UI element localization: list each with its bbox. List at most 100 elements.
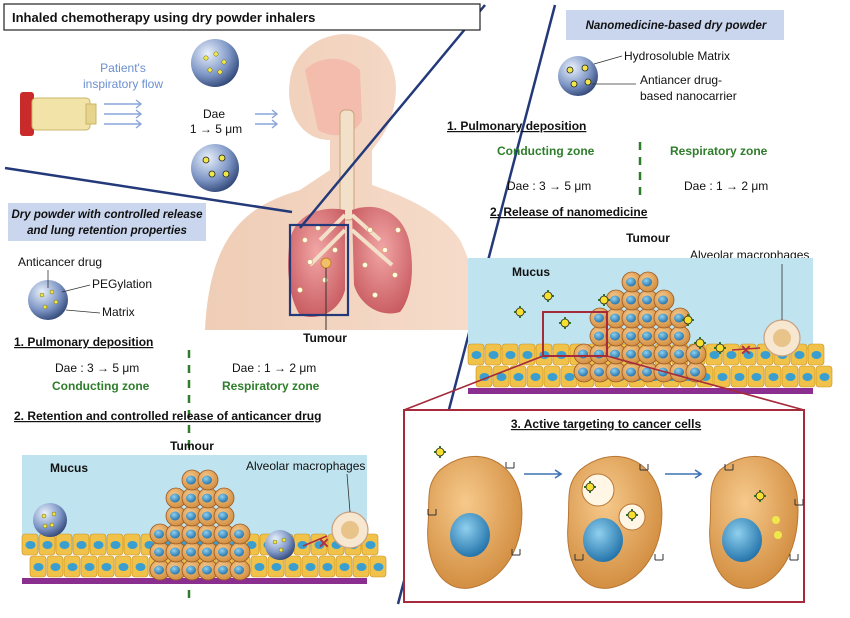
right-tumour-label: Tumour: [626, 231, 670, 245]
epithelial-nucleus: [25, 541, 36, 549]
right-basement-membrane: [468, 388, 813, 394]
drug-dots: [203, 51, 227, 75]
epithelial-nucleus: [802, 373, 813, 381]
receptor-icon: [724, 464, 734, 471]
tumour-cell-nucleus: [202, 529, 212, 539]
left-dae-respiratory: Dae : 1 → 2 μm: [232, 361, 316, 375]
tumour-cell-nucleus: [218, 529, 228, 539]
targeting-arrows: [524, 469, 703, 479]
left-heading-line2: and lung retention properties: [27, 225, 187, 237]
tumour-cell-nucleus: [202, 493, 212, 503]
tumour-cell-nucleus: [626, 349, 636, 359]
cell-receptors: [427, 462, 804, 561]
epithelial-nucleus: [564, 373, 575, 381]
epithelial-nucleus: [726, 351, 737, 359]
tumour-cell-nucleus: [186, 511, 196, 521]
targeting-nanocarriers: [434, 446, 766, 521]
right-tissue-scene: ✕: [467, 258, 833, 394]
tumour-cell-nucleus: [642, 295, 652, 305]
tumour-cell-nucleus: [610, 313, 620, 323]
macrophage-right: [763, 319, 801, 357]
right-heading-box: [566, 10, 784, 40]
tumour-cell-nucleus: [218, 565, 228, 575]
epithelial-nucleus: [471, 351, 482, 359]
left-step2: 2. Retention and controlled release of a…: [14, 409, 321, 423]
epithelial-nucleus: [811, 351, 822, 359]
legend-anticancer-drug: Anticancer drug: [18, 255, 102, 269]
receptor-icon: [654, 554, 664, 561]
tumour-cell-nucleus: [218, 547, 228, 557]
tumour-cell-nucleus: [610, 295, 620, 305]
tumour-cell-nucleus: [154, 565, 164, 575]
right-step1: 1. Pulmonary deposition: [447, 119, 586, 133]
block-cross-icon: ✕: [318, 535, 330, 551]
tumour-cell-nucleus: [658, 331, 668, 341]
epithelial-nucleus: [271, 563, 282, 571]
nano-legend-dots: [566, 64, 592, 88]
right-legend-nano-line1: Antiancer drug-: [640, 73, 722, 87]
tumour-cell-nucleus: [626, 331, 636, 341]
nanocarrier: [542, 290, 554, 302]
epithelial-nucleus: [743, 351, 754, 359]
tumour-cell-nucleus: [202, 565, 212, 575]
blocked-arrow: [302, 535, 328, 547]
tumour-cell-nucleus: [626, 277, 636, 287]
powder-particle-nano: [191, 144, 239, 192]
lung-particles: [297, 225, 401, 298]
epithelial-nucleus: [67, 563, 78, 571]
tumour-cell-nucleus: [642, 331, 652, 341]
tumour-cell-nucleus: [594, 349, 604, 359]
epithelial-nucleus: [717, 373, 728, 381]
tumour-cell-nucleus: [658, 349, 668, 359]
tumour-cell-nucleus: [610, 367, 620, 377]
epithelial-nucleus: [365, 541, 376, 549]
tumour-cell-nucleus: [642, 313, 652, 323]
receptor-icon: [427, 509, 437, 516]
right-step2: 2. Release of nanomedicine: [490, 205, 648, 219]
nanocarrier: [694, 337, 706, 349]
tumour-cell-nucleus: [690, 349, 700, 359]
tumour-cell-nucleus: [202, 475, 212, 485]
flow-arrows: [104, 99, 279, 129]
nanocarrier: [584, 481, 596, 493]
epithelial-nucleus: [288, 563, 299, 571]
receptor-icon: [511, 549, 521, 556]
targeting-cell-3: [709, 455, 799, 589]
nanocarrier: [682, 314, 694, 326]
legend-drug-dots: [39, 289, 59, 310]
epithelial-nucleus: [59, 541, 70, 549]
right-block-cross-icon: ✕: [740, 342, 752, 358]
epithelial-nucleus: [356, 563, 367, 571]
left-macrophages-label: Alveolar macrophages: [246, 459, 365, 473]
epithelial-nucleus: [305, 563, 316, 571]
left-particle-2: [265, 530, 295, 560]
right-lung: [352, 206, 412, 314]
tumour-cell-nucleus: [642, 277, 652, 287]
tumour-cell-nucleus: [674, 331, 684, 341]
tumour-cell-nucleus: [658, 313, 668, 323]
left-heading-line1: Dry powder with controlled release: [11, 209, 203, 221]
nanocarrier-dots: [202, 154, 230, 178]
tumour-mass: [149, 469, 251, 581]
right-conducting-zone: Conducting zone: [497, 144, 595, 158]
right-dae-conducting: Dae : 3 → 5 μm: [507, 179, 591, 193]
right-tumour-mass: [573, 271, 707, 383]
tumour-cell-nucleus: [674, 313, 684, 323]
right-heading: Nanomedicine-based dry powder: [586, 20, 767, 32]
patient-flow-line1: Patient's: [100, 61, 146, 75]
right-legend-nano-line2: based nanocarrier: [640, 89, 737, 103]
epithelial-nucleus: [760, 351, 771, 359]
nanocarrier: [714, 342, 726, 354]
tumour-cell-nucleus: [610, 349, 620, 359]
left-dae-conducting: Dae : 3 → 5 μm: [55, 361, 139, 375]
nanocarrier: [514, 306, 526, 318]
figure-title: Inhaled chemotherapy using dry powder in…: [12, 10, 315, 25]
lung-tumour: [320, 257, 332, 269]
epithelial-nucleus: [33, 563, 44, 571]
tumour-cell-nucleus: [218, 493, 228, 503]
zoom-connectors: [403, 355, 805, 411]
nanocarrier: [598, 294, 610, 306]
title-box: [3, 3, 481, 31]
epithelial-nucleus: [322, 563, 333, 571]
